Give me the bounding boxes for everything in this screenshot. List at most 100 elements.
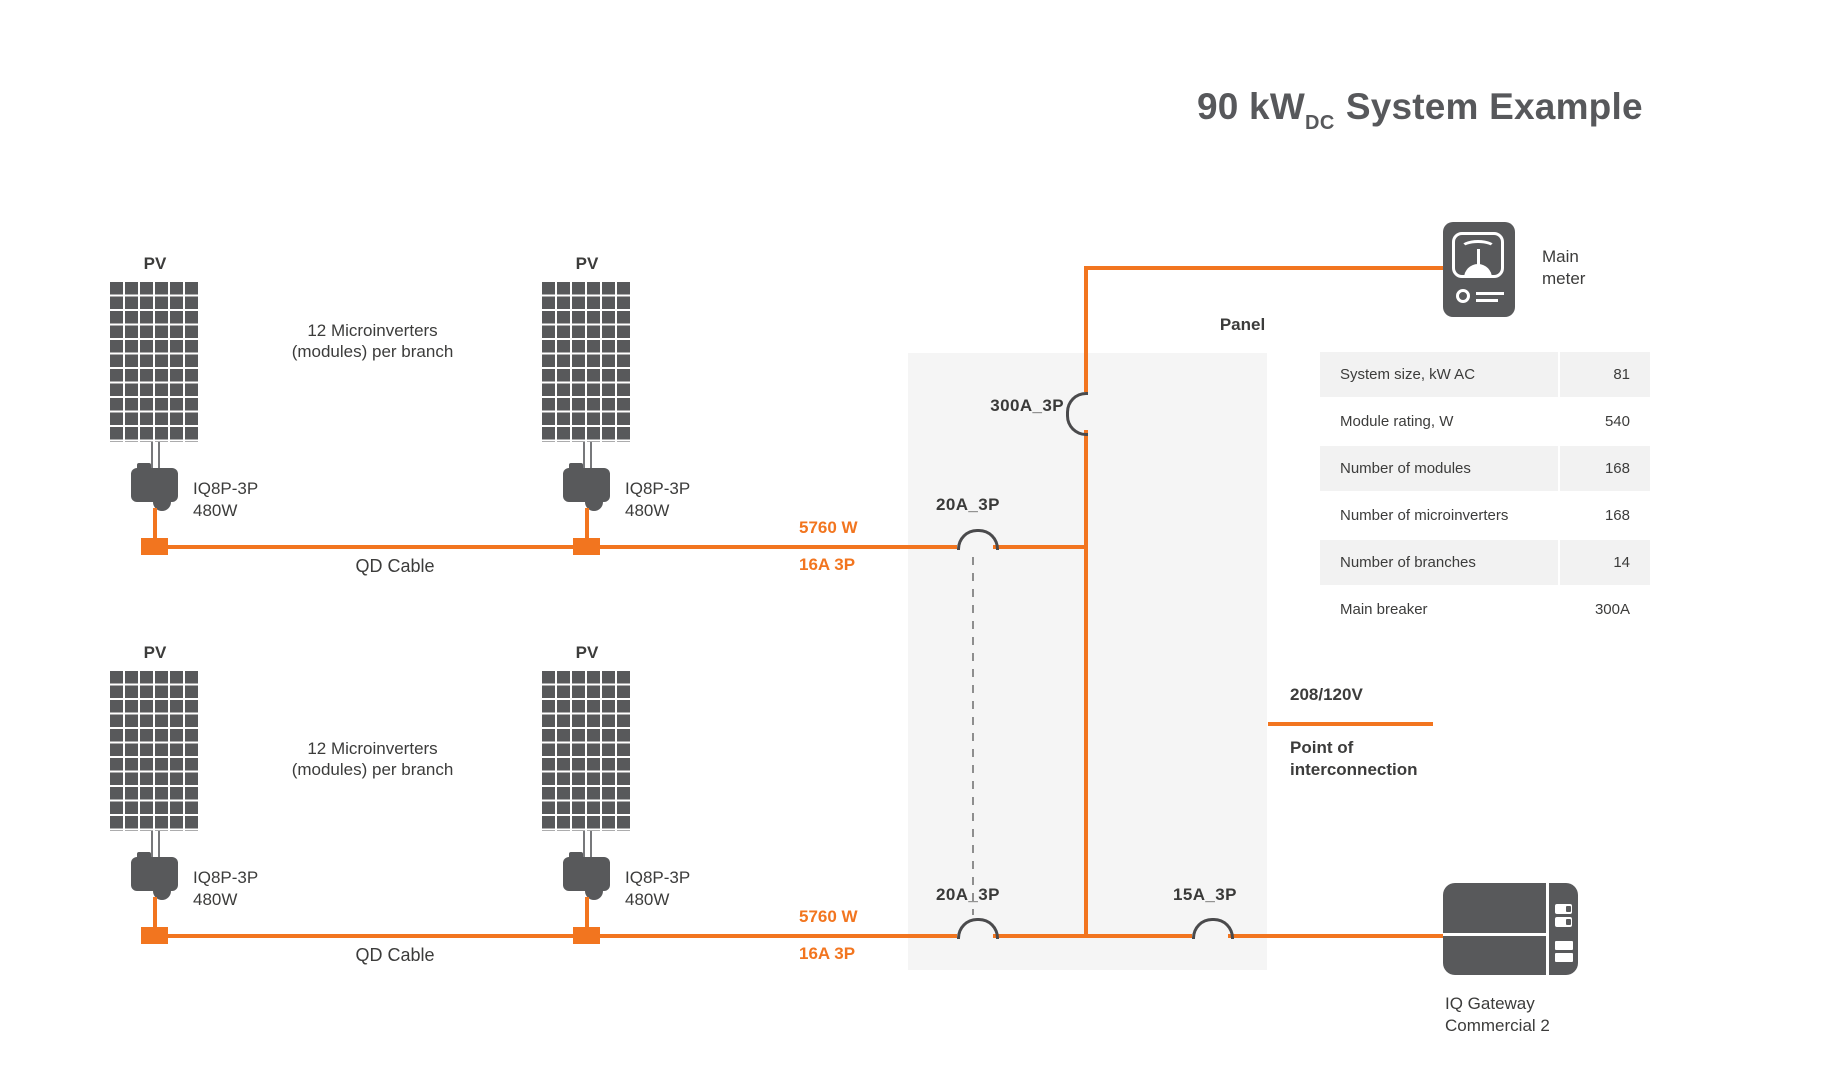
gateway-port-icon	[1555, 917, 1572, 927]
gateway-port-slot	[1566, 919, 1571, 925]
title-prefix: 90 kW	[1197, 86, 1305, 127]
gateway-terminal-icon	[1555, 953, 1573, 962]
microinverter-icon	[137, 852, 151, 861]
table-row: Main breaker 300A	[1320, 587, 1650, 632]
pv-lead-wire	[590, 442, 592, 470]
microinverter-icon	[131, 857, 178, 891]
iq-gateway-icon	[1443, 883, 1578, 975]
table-row: Module rating, W 540	[1320, 399, 1650, 444]
branch-top-cable-segment-2	[993, 545, 1088, 549]
branch-power-bottom: 5760 W	[799, 907, 858, 926]
microinverter-icon	[153, 500, 171, 511]
pv-panel-icon	[110, 671, 200, 831]
interconnection-wire	[1268, 722, 1433, 726]
qd-cable-label-top: QD Cable	[355, 556, 435, 576]
pv-panel-icon	[542, 282, 632, 442]
microinverter-drop-wire	[153, 508, 157, 541]
pv-lead-wire	[583, 442, 585, 470]
branch-bottom-cable-segment-1	[141, 934, 957, 938]
table-row: Number of branches 14	[1320, 540, 1650, 585]
branch-note-line2: (modules) per branch	[291, 342, 454, 361]
microinverter-drop-wire	[585, 508, 589, 541]
microinverter-power: 480W	[193, 501, 238, 520]
meter-gauge-needle	[1477, 249, 1480, 269]
microinverter-model: IQ8P-3P	[193, 868, 259, 887]
panel-label: Panel	[1219, 315, 1266, 334]
spec-label: System size, kW AC	[1320, 352, 1558, 397]
panel-bus-lower	[1084, 430, 1088, 938]
microinverter-icon	[569, 463, 583, 472]
main-breaker-label: 300A_3P	[990, 396, 1064, 415]
microinverter-icon	[585, 500, 603, 511]
system-spec-table: System size, kW AC 81 Module rating, W 5…	[1320, 352, 1650, 634]
gateway-terminal-icon	[1555, 941, 1573, 950]
microinverter-model: IQ8P-3P	[625, 868, 691, 887]
spec-value: 168	[1560, 493, 1650, 538]
pv-lead-wire	[158, 442, 160, 470]
branch-rating-bottom: 16A 3P	[799, 944, 856, 963]
branch-note-line1: 12 Microinverters	[307, 321, 438, 340]
branch-note-line1: 12 Microinverters	[307, 739, 438, 758]
spec-label: Main breaker	[1320, 587, 1558, 632]
table-row: Number of microinverters 168	[1320, 493, 1650, 538]
qd-cable-label-bottom: QD Cable	[355, 945, 435, 965]
gateway-port-icon	[1555, 904, 1572, 914]
qd-cable-connector	[141, 538, 168, 555]
gateway-divider	[1546, 883, 1549, 975]
pv-lead-wire	[590, 831, 592, 859]
title-subscript: DC	[1304, 112, 1335, 134]
meter-readout-line	[1476, 292, 1504, 295]
microinverter-drop-wire	[153, 897, 157, 930]
microinverter-power: 480W	[625, 501, 670, 520]
branch-bottom-cable-segment-2	[993, 934, 1192, 938]
gateway-breaker-label: 15A_3P	[1173, 885, 1237, 904]
spec-label: Module rating, W	[1320, 399, 1558, 444]
gateway-divider	[1443, 933, 1546, 936]
spec-value: 540	[1560, 399, 1650, 444]
qd-cable-connector	[141, 927, 168, 944]
microinverter-label: IQ8P-3P 480W	[625, 478, 690, 522]
microinverter-label: IQ8P-3P 480W	[625, 867, 690, 911]
pv-group-top-2: PV IQ8P-3P 480W	[542, 254, 742, 562]
spec-value: 81	[1560, 352, 1650, 397]
spec-value: 168	[1560, 446, 1650, 491]
pv-group-bottom-2: PV IQ8P-3P 480W	[542, 643, 742, 951]
branch-rating-top: 16A 3P	[799, 555, 856, 574]
branch-note-top: 12 Microinverters (modules) per branch	[250, 320, 495, 362]
omitted-branches-dashed-line	[972, 557, 974, 915]
interconnection-voltage-label: 208/120V	[1290, 685, 1363, 704]
pv-label: PV	[575, 254, 599, 273]
meter-readout-line	[1476, 299, 1498, 302]
iq-gateway-label-line2: Commercial 2	[1445, 1016, 1550, 1035]
spec-value: 300A	[1560, 587, 1650, 632]
branch-note-bottom: 12 Microinverters (modules) per branch	[250, 738, 495, 780]
table-row: Number of modules 168	[1320, 446, 1650, 491]
microinverter-icon	[563, 857, 610, 891]
pv-lead-wire	[151, 831, 153, 859]
microinverter-icon	[569, 852, 583, 861]
spec-value: 14	[1560, 540, 1650, 585]
pv-label: PV	[575, 643, 599, 662]
microinverter-power: 480W	[625, 890, 670, 909]
interconnection-label-line1: Point of	[1290, 738, 1354, 757]
pv-lead-wire	[158, 831, 160, 859]
main-meter-icon	[1443, 222, 1515, 317]
spec-label: Number of modules	[1320, 446, 1558, 491]
branch-breaker-bottom-label: 20A_3P	[936, 885, 1000, 904]
microinverter-icon	[563, 468, 610, 502]
pv-panel-icon	[110, 282, 200, 442]
interconnection-label-line2: interconnection	[1290, 760, 1418, 779]
meter-feeder-wire	[1084, 266, 1445, 270]
iq-gateway-label-line1: IQ Gateway	[1445, 994, 1535, 1013]
table-row: System size, kW AC 81	[1320, 352, 1650, 397]
meter-dial-icon	[1456, 289, 1470, 303]
branch-note-line2: (modules) per branch	[291, 760, 454, 779]
meter-gauge-arc	[1460, 240, 1496, 256]
microinverter-model: IQ8P-3P	[625, 479, 691, 498]
